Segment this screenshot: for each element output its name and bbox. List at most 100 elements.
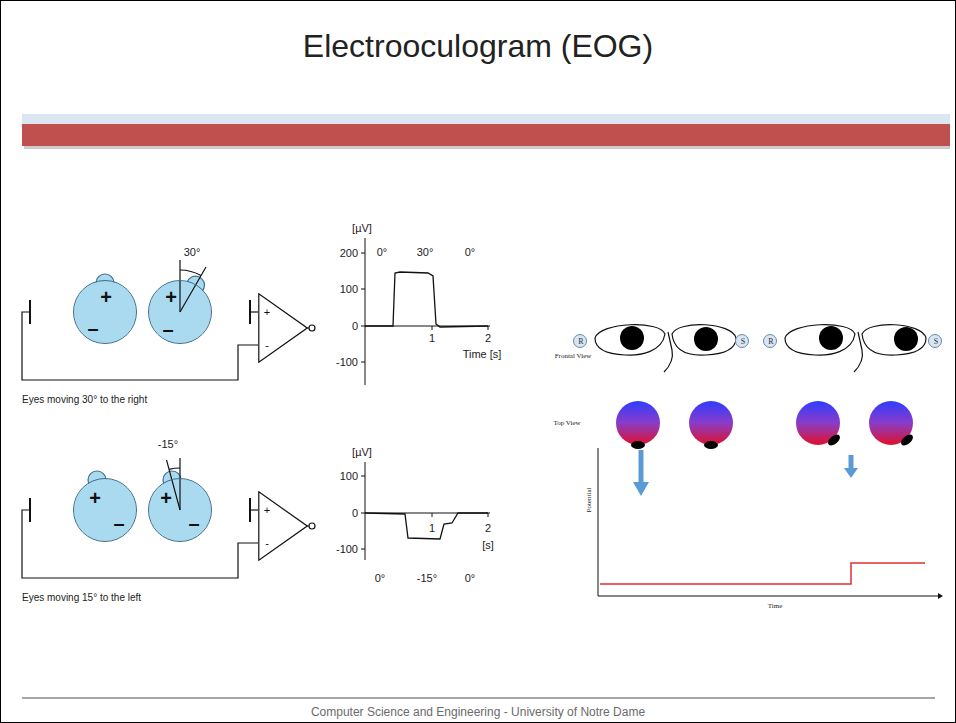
polarity-sign: – bbox=[188, 513, 199, 533]
tick-label: 0 bbox=[352, 508, 358, 519]
tick-label: 1 bbox=[429, 523, 435, 534]
eog-plot-right-part bbox=[432, 326, 433, 330]
amplifier-outline bbox=[258, 491, 308, 561]
polarity-sign: + bbox=[100, 287, 112, 307]
amplifier-triangle bbox=[259, 294, 307, 362]
eog-plot-right bbox=[361, 238, 490, 385]
eyeball: +– bbox=[73, 478, 137, 542]
polarity-sign: + bbox=[165, 287, 177, 307]
tick-label: 2 bbox=[485, 333, 491, 344]
top-view-eyeballs-part bbox=[616, 401, 660, 445]
figure-caption: Eyes moving 30° to the right bbox=[22, 395, 147, 405]
polarity-sign: – bbox=[113, 513, 124, 533]
axis-title: Time [s] bbox=[463, 349, 502, 360]
electrode-marker: S bbox=[928, 334, 942, 348]
potential-plot-part bbox=[598, 448, 599, 596]
tick-label: 100 bbox=[340, 284, 358, 295]
tick-label: 100 bbox=[340, 471, 358, 482]
potential-plot bbox=[598, 448, 943, 599]
eog-circuit-right-part bbox=[250, 311, 258, 312]
electrode-marker: R bbox=[763, 334, 777, 348]
eog-plot-left bbox=[361, 462, 490, 560]
tick-label: 2 bbox=[485, 523, 491, 534]
frontal-view-eyes-part bbox=[819, 326, 843, 350]
slide-frame-part bbox=[22, 697, 935, 699]
eog-plot-left-part bbox=[361, 549, 365, 550]
polarity-sign: - bbox=[265, 340, 269, 351]
potential-plot-part bbox=[600, 563, 925, 584]
eog-plot-left-part bbox=[365, 462, 366, 560]
polarity-sign: + bbox=[264, 505, 270, 516]
view-label: Frontal View bbox=[555, 353, 592, 360]
angle-label: 0° bbox=[375, 573, 386, 584]
amplifier-triangle bbox=[259, 492, 307, 560]
angle-label: 30° bbox=[417, 247, 434, 258]
polarity-sign: + bbox=[264, 307, 270, 318]
eog-circuit-right-part bbox=[179, 260, 180, 312]
electrode-marker: S bbox=[735, 334, 749, 348]
eog-circuit-left bbox=[22, 458, 315, 578]
eog-circuit-left-part bbox=[179, 458, 180, 510]
axis-title: Time bbox=[768, 603, 783, 610]
transition-arrows-part bbox=[639, 450, 644, 483]
differential-amplifier: +- bbox=[258, 293, 308, 363]
transition-arrows-part bbox=[844, 468, 858, 478]
tick-label: 1 bbox=[429, 333, 435, 344]
eog-circuit-right-part bbox=[180, 267, 206, 312]
top-view-eyeballs-part bbox=[689, 401, 733, 445]
eog-plot-left-part bbox=[432, 513, 433, 517]
top-view-eyeballs-part bbox=[899, 432, 915, 447]
frontal-view-eyes-part bbox=[694, 327, 718, 351]
tick-label: 0 bbox=[352, 321, 358, 332]
eog-plot-right-part bbox=[365, 272, 488, 327]
top-view-eyeballs-part bbox=[631, 441, 645, 449]
frontal-view-eyes bbox=[595, 325, 926, 372]
slide-frame-part bbox=[22, 124, 950, 146]
eog-circuit-right-part bbox=[309, 325, 315, 331]
eog-circuit-right bbox=[22, 260, 315, 380]
electrode-letter: S bbox=[741, 338, 745, 346]
differential-amplifier: +- bbox=[258, 491, 308, 561]
view-label: Top View bbox=[553, 420, 580, 427]
eog-plot-right-part bbox=[361, 253, 365, 254]
eog-plot-left-part bbox=[361, 476, 365, 477]
eyeball: +– bbox=[148, 478, 212, 542]
polarity-sign: + bbox=[160, 488, 172, 508]
polarity-sign: - bbox=[265, 538, 269, 549]
slide-title: Electrooculogram (EOG) bbox=[303, 30, 653, 62]
electrode-letter: R bbox=[768, 338, 773, 346]
eog-plot-left-part bbox=[365, 513, 488, 539]
axis-unit: [µV] bbox=[352, 223, 372, 234]
frontal-view-eyes-part bbox=[862, 325, 926, 356]
slide-frame-part bbox=[24, 146, 950, 149]
axis-unit: [µV] bbox=[352, 447, 372, 458]
slide-footer: Computer Science and Engineering - Unive… bbox=[311, 706, 645, 718]
amplifier-outline bbox=[258, 293, 308, 363]
eog-circuit-right-part bbox=[22, 312, 258, 380]
tick-label: -100 bbox=[336, 544, 358, 555]
eog-circuit-right-part bbox=[180, 270, 201, 276]
angle-label: -15° bbox=[158, 439, 178, 450]
angle-label: 0° bbox=[377, 247, 388, 258]
figure-caption: Eyes moving 15° to the left bbox=[22, 593, 141, 603]
eog-plot-right-part bbox=[365, 238, 366, 385]
eog-circuit-left-part bbox=[250, 509, 258, 510]
polarity-sign: + bbox=[89, 488, 101, 508]
frontal-view-eyes-part bbox=[672, 325, 736, 356]
slide-frame-part bbox=[22, 114, 950, 125]
angle-label: 0° bbox=[465, 573, 476, 584]
eyeball: +– bbox=[148, 280, 212, 344]
axis-title: Potential bbox=[586, 488, 593, 513]
electrode-letter: R bbox=[578, 338, 583, 346]
electrode-letter: S bbox=[934, 338, 938, 346]
angle-label: -15° bbox=[417, 573, 437, 584]
frontal-view-eyes-part bbox=[854, 332, 862, 372]
eog-circuit-left-part bbox=[169, 468, 180, 469]
tick-label: -100 bbox=[336, 357, 358, 368]
frontal-view-eyes-part bbox=[620, 326, 644, 350]
angle-label: 30° bbox=[184, 247, 201, 258]
top-view-eyeballs-part bbox=[704, 441, 718, 449]
eog-plot-right-part bbox=[361, 362, 365, 363]
top-view-eyeballs bbox=[616, 401, 915, 449]
